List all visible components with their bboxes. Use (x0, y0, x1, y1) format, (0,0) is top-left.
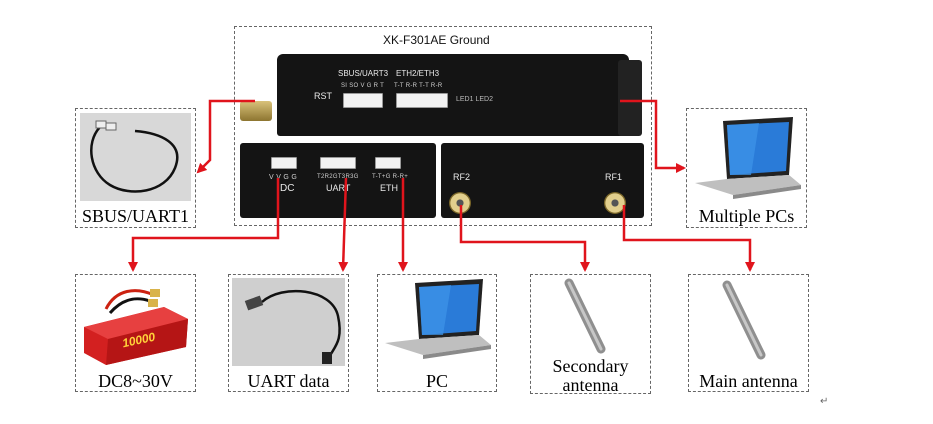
secondary-antenna-icon (564, 278, 606, 354)
rst-label: RST (314, 91, 332, 101)
rf1-connector (604, 192, 626, 214)
multiple-pcs-box: Multiple PCs (686, 108, 807, 228)
uart-data-box: UART data (228, 274, 349, 392)
sbus-pins-label: SI SO V G R T (341, 83, 385, 89)
sbus-uart1-caption: SBUS/UART1 (82, 206, 189, 226)
dc-connector (271, 157, 297, 169)
sma-connector (240, 101, 272, 121)
uart-pins-label: T2R2GT3R3G (317, 174, 359, 180)
uart-cable-photo (232, 278, 345, 366)
device-top-panel (277, 54, 629, 136)
dc-label: DC (280, 183, 295, 194)
device-title: XK-F301AE Ground (383, 33, 490, 47)
sbus-cable-photo (80, 113, 191, 201)
secondary-antenna-box: Secondary antenna (530, 274, 651, 395)
laptop-icon (695, 117, 801, 199)
uart-data-caption: UART data (247, 371, 330, 391)
eth-bottom-pins-label: T-T+G R-R+ (372, 174, 409, 180)
return-mark-icon: ↵ (820, 396, 829, 407)
battery-icon (84, 289, 188, 365)
rf2-label: RF2 (453, 172, 471, 182)
rf2-connector (449, 192, 471, 214)
uart-cable-icon (244, 289, 341, 364)
eth-label: ETH (380, 183, 398, 193)
eth-connector (375, 157, 401, 169)
main-antenna-caption: Main antenna (699, 371, 798, 391)
sbus-cable-icon (90, 120, 179, 193)
pc-caption: PC (425, 371, 449, 391)
uart-connector (320, 157, 356, 169)
secondary-antenna-caption-line2: antenna (562, 375, 619, 395)
sbus-uart1-box: SBUS/UART1 (75, 108, 196, 228)
secondary-antenna-caption-line1: Secondary (552, 356, 629, 376)
main-antenna-box: Main antenna (688, 274, 809, 392)
dc-power-caption: DC8~30V (98, 371, 173, 391)
pc-box: PC (377, 274, 497, 392)
dc-power-box: 10000 DC8~30V (75, 274, 196, 392)
eth2-eth3-label: ETH2/ETH3 (396, 69, 440, 78)
eth-pins-label: T-T R-R T-T R-R (394, 83, 443, 89)
main-antenna-icon (722, 280, 766, 360)
uart-label: UART (326, 183, 351, 193)
pc-laptop-icon (385, 279, 491, 359)
sbus-uart3-connector (343, 93, 383, 108)
eth2-eth3-connector (396, 93, 448, 108)
rf1-label: RF1 (605, 172, 623, 182)
device-top-edge (618, 60, 642, 136)
multiple-pcs-caption: Multiple PCs (698, 206, 795, 226)
dc-pins-label: V V G G (269, 174, 298, 181)
led-label: LED1 LED2 (456, 96, 493, 103)
sbus-uart3-label: SBUS/UART3 (338, 69, 389, 78)
